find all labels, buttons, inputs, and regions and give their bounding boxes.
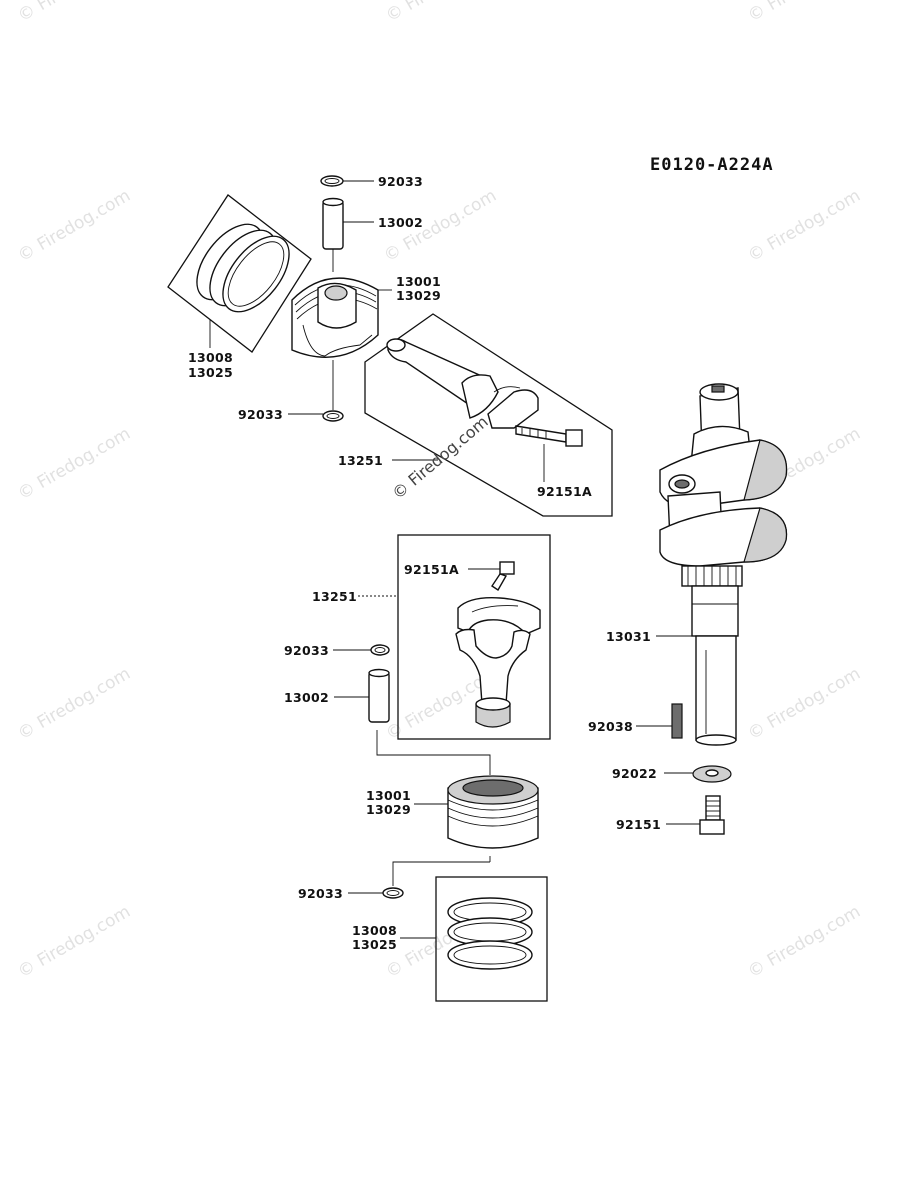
- watermark: © Firedog.com: [745, 186, 864, 267]
- callout-92151A: 92151A: [537, 484, 592, 499]
- rod-bolt-top: [515, 425, 583, 482]
- watermark: © Firedog.com: [15, 664, 134, 745]
- diagram-code: E0120-A224A: [650, 155, 774, 175]
- callout-13002-lower: 13002: [284, 690, 329, 705]
- watermark: © Firedog.com: [383, 0, 502, 26]
- callout-92033-lower-left: 92033: [284, 643, 329, 658]
- callout-13025-lower: 13025: [352, 937, 397, 952]
- callout-13029: 13029: [396, 288, 441, 303]
- callout-13002: 13002: [378, 215, 423, 230]
- callout-92022: 92022: [612, 766, 657, 781]
- piston-lower: [414, 775, 539, 862]
- watermark: © Firedog.com: [745, 902, 864, 983]
- crankshaft-bolt: [666, 795, 725, 835]
- piston-pin-lower: [334, 668, 491, 775]
- crankshaft: [656, 383, 788, 746]
- callout-13001-lower: 13001: [366, 788, 411, 803]
- callout-13251-lower: 13251: [312, 589, 357, 604]
- watermark: © Firedog.com: [745, 0, 864, 26]
- watermark: © Firedog.com: [15, 186, 134, 267]
- callout-92033-bottom: 92033: [298, 886, 343, 901]
- connecting-rod-lower: [358, 534, 551, 740]
- callout-13001: 13001: [396, 274, 441, 289]
- crankshaft-key: [636, 703, 683, 739]
- piston-pin-clip-lower: [333, 644, 390, 656]
- connecting-rod-top: [364, 313, 613, 517]
- callout-13251: 13251: [338, 453, 383, 468]
- watermark: © Firedog.com: [15, 0, 134, 26]
- crankshaft-washer: [664, 765, 732, 783]
- callout-92033: 92033: [378, 174, 423, 189]
- callout-13029-lower: 13029: [366, 802, 411, 817]
- callout-92151: 92151: [616, 817, 661, 832]
- piston-rings-top: [167, 194, 312, 353]
- callout-92038: 92038: [588, 719, 633, 734]
- watermark-overlay: © Firedog.com: [388, 412, 491, 503]
- callout-13031: 13031: [606, 629, 651, 644]
- piston-rings-lower: [400, 876, 548, 1002]
- watermark: © Firedog.com: [15, 902, 134, 983]
- callout-13008: 13008: [188, 350, 233, 365]
- piston-pin-top: [322, 197, 374, 272]
- rod-bolt-lower: [468, 561, 515, 591]
- piston-pin-clip-top-lower: [288, 360, 344, 422]
- piston-pin-clip-top: [320, 175, 374, 187]
- callout-92033-lower: 92033: [238, 407, 283, 422]
- piston-top: [291, 277, 392, 358]
- callout-92151A-lower: 92151A: [404, 562, 459, 577]
- watermark: © Firedog.com: [15, 424, 134, 505]
- watermark: © Firedog.com: [745, 664, 864, 745]
- callout-13008-lower: 13008: [352, 923, 397, 938]
- callout-13025: 13025: [188, 365, 233, 380]
- piston-pin-clip-bottom: [348, 861, 490, 899]
